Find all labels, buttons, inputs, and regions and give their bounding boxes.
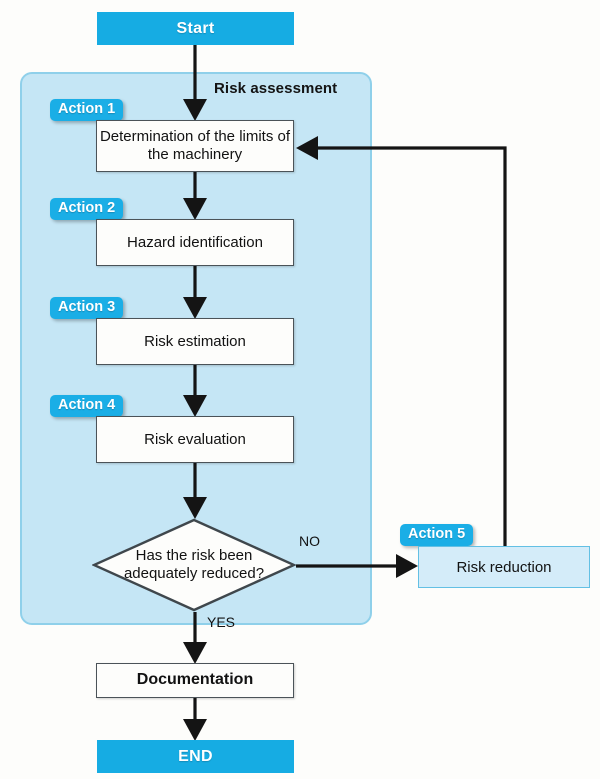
decision-label-wrapper: Has the risk been adequately reduced? <box>92 518 296 612</box>
action-4-badge: Action 4 <box>50 395 124 417</box>
decision-label-line-2: adequately reduced? <box>123 565 265 582</box>
step-hazard-identification[interactable]: Hazard identification <box>96 219 294 266</box>
step-risk-reduction[interactable]: Risk reduction <box>418 546 590 588</box>
step-determination-of-limits[interactable]: Determination of the limits of the machi… <box>96 120 294 172</box>
action-5-badge: Action 5 <box>400 524 474 546</box>
decision-has-risk-been-reduced[interactable]: Has the risk been adequately reduced? <box>92 518 296 612</box>
decision-label-line-1: Has the risk been <box>135 547 253 564</box>
decision-diamond-shape <box>92 518 296 612</box>
step-risk-estimation[interactable]: Risk estimation <box>96 318 294 365</box>
end-terminator[interactable]: END <box>97 740 294 773</box>
step-risk-evaluation[interactable]: Risk evaluation <box>96 416 294 463</box>
step-documentation[interactable]: Documentation <box>96 663 294 698</box>
action-3-badge: Action 3 <box>50 297 124 319</box>
edge-label-no: NO <box>299 533 320 549</box>
edge-label-yes: YES <box>207 614 236 630</box>
start-terminator[interactable]: Start <box>97 12 294 45</box>
action-2-badge: Action 2 <box>50 198 124 220</box>
risk-assessment-group-label: Risk assessment <box>214 80 338 97</box>
action-1-badge: Action 1 <box>50 99 124 121</box>
